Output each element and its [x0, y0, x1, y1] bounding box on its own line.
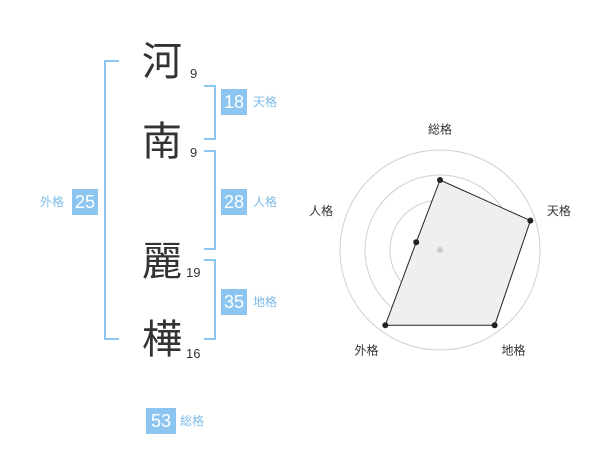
radar-axis-label: 総格 [428, 122, 452, 137]
radar-axis-label: 天格 [547, 203, 571, 218]
radar-ring [339, 149, 541, 351]
gaikaku-badge: 25 [72, 189, 98, 215]
gaikaku-bracket [104, 60, 119, 340]
tenkaku-badge: 18 [221, 89, 247, 115]
name-char-3: 麗 [142, 239, 182, 285]
chikaku-bracket [204, 259, 216, 340]
radar-point [527, 217, 534, 224]
jinkaku-badge: 28 [221, 189, 247, 215]
chikaku-badge: 35 [221, 289, 247, 315]
tenkaku-bracket [204, 85, 216, 140]
radar-point [437, 177, 443, 183]
radar-data-area [384, 179, 532, 326]
name-char-4: 樺 [142, 317, 182, 363]
stroke-count-1: 9 [190, 66, 198, 81]
soukaku-badge: 53 [146, 408, 176, 434]
jinkaku-bracket [204, 150, 216, 250]
radar-axis-label: 人格 [309, 203, 333, 218]
gaikaku-label: 外格 [40, 195, 65, 209]
stroke-count-4: 16 [186, 346, 201, 361]
radar-point [413, 239, 420, 246]
jinkaku-label: 人格 [253, 195, 278, 209]
radar-data-points [382, 177, 534, 329]
radar-axis-label: 外格 [354, 343, 378, 358]
soukaku-label: 総格 [180, 414, 205, 428]
chikaku-label: 地格 [253, 295, 278, 309]
name-char-2: 南 [142, 119, 182, 165]
name-char-1: 河 [142, 39, 182, 85]
stroke-count-2: 9 [190, 145, 198, 160]
radar-point [491, 322, 498, 329]
radar-center-dot [437, 247, 443, 253]
radar-point [382, 322, 389, 329]
radar-axis-label: 地格 [501, 343, 525, 358]
tenkaku-label: 天格 [253, 95, 278, 109]
stroke-count-3: 19 [186, 265, 201, 280]
